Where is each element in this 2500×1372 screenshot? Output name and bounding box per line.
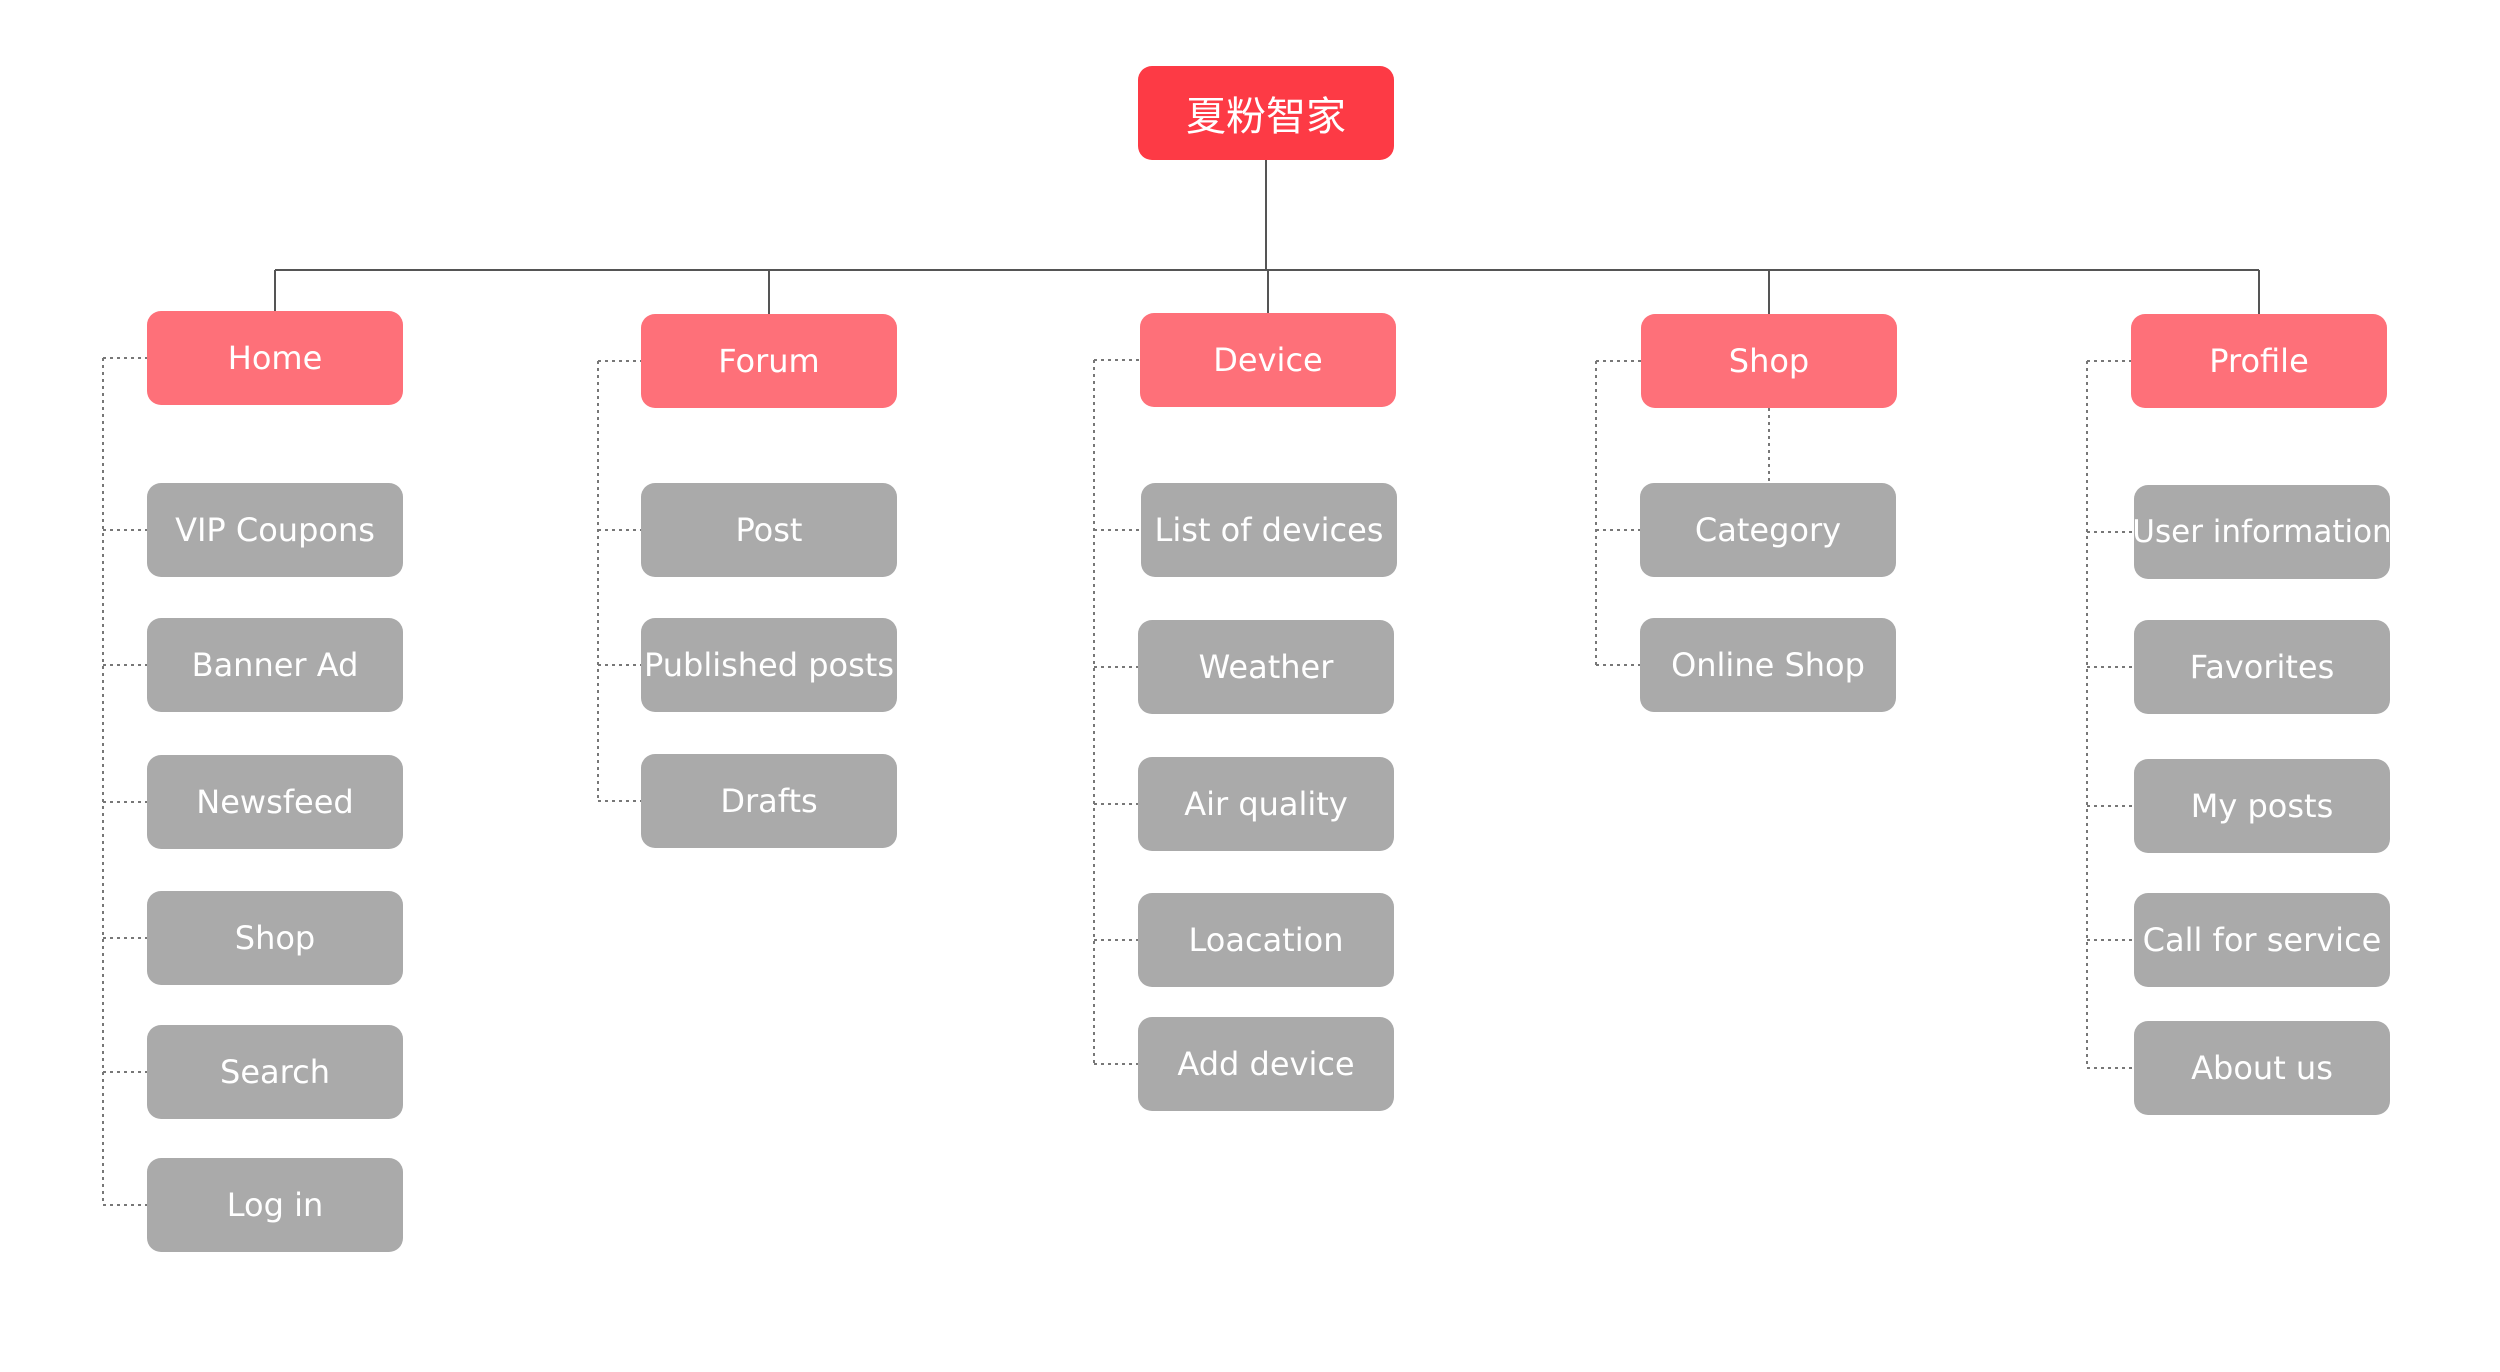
home-item-vip-coupons: VIP Coupons [147,483,403,577]
home-item-search: Search [147,1025,403,1119]
profile-item-user-information: User information [2134,485,2390,579]
profile-item-about-us: About us [2134,1021,2390,1115]
shop-item-online-shop: Online Shop [1640,618,1896,712]
home-item-banner-ad: Banner Ad [147,618,403,712]
forum-item-published-posts: Published posts [641,618,897,712]
section-profile: Profile [2131,314,2387,408]
shop-item-category: Category [1640,483,1896,577]
home-item-shop: Shop [147,891,403,985]
forum-item-post: Post [641,483,897,577]
device-item-list-of-devices: List of devices [1141,483,1397,577]
section-forum: Forum [641,314,897,408]
section-device: Device [1140,313,1396,407]
root-node: 夏粉智家 [1138,66,1394,160]
section-shop: Shop [1641,314,1897,408]
device-item-air-quality: Air quality [1138,757,1394,851]
section-home: Home [147,311,403,405]
device-item-weather: Weather [1138,620,1394,714]
profile-item-my-posts: My posts [2134,759,2390,853]
profile-item-favorites: Favorites [2134,620,2390,714]
device-item-add-device: Add device [1138,1017,1394,1111]
device-item-location: Loacation [1138,893,1394,987]
home-item-log-in: Log in [147,1158,403,1252]
profile-item-call-for-service: Call for service [2134,893,2390,987]
home-item-newsfeed: Newsfeed [147,755,403,849]
forum-item-drafts: Drafts [641,754,897,848]
